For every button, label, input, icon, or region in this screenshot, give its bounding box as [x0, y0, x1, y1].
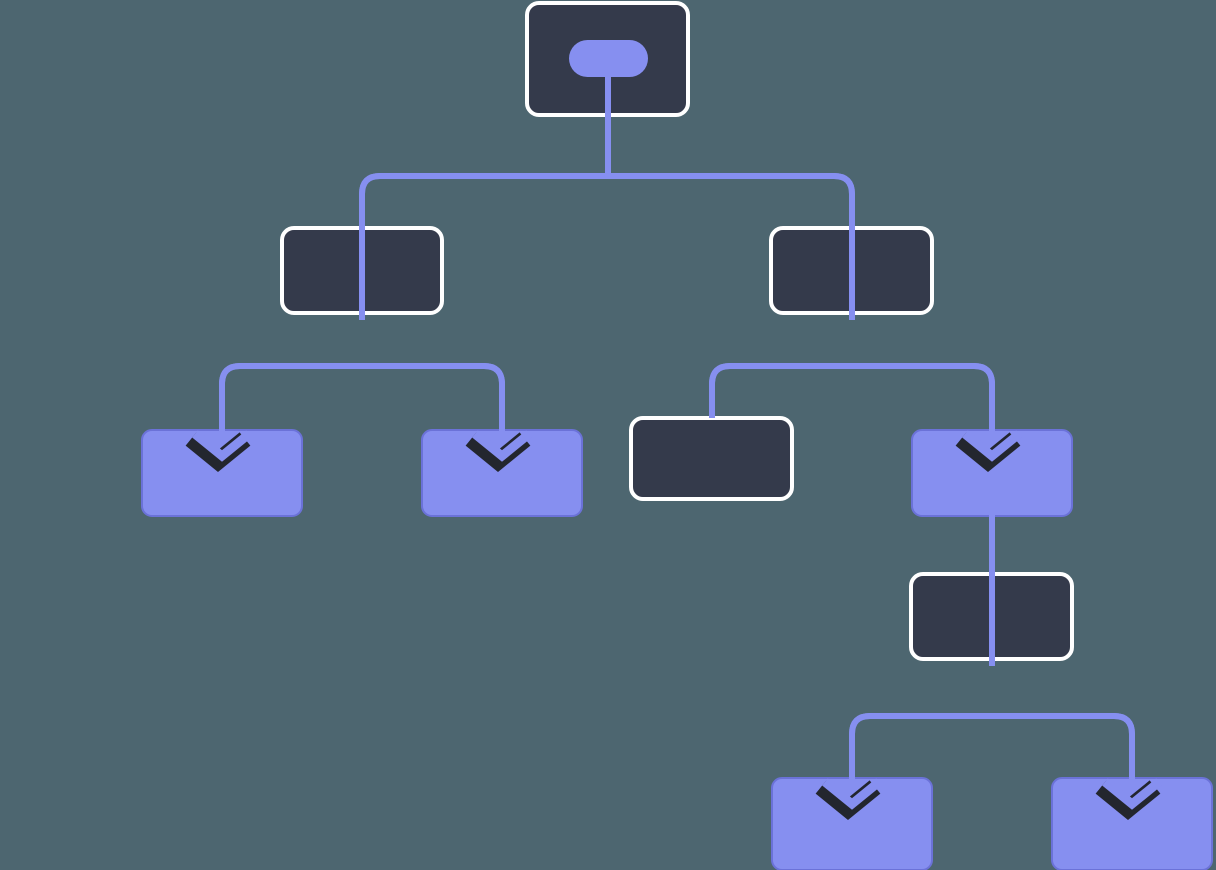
- node-layer: [141, 1, 1213, 870]
- leaf-node-dark-surface[interactable]: [629, 416, 794, 501]
- edge-branch-right-to-leaf-dark-overlay: [709, 363, 852, 418]
- leaf-node-dark[interactable]: [629, 416, 794, 501]
- edge-sub-branch-to-leaf-4-overlay: [992, 713, 1135, 800]
- edge-root-to-branch-right-overlay: [608, 173, 855, 320]
- arrowhead-mid-accent: [962, 430, 1022, 462]
- edge-root-to-branch-left-overlay: [359, 173, 608, 320]
- arrowhead-layer: [185, 430, 1162, 820]
- arrowhead-leaf-3: [822, 778, 882, 810]
- edge-branch-right-to-mid-accent-overlay: [852, 363, 995, 452]
- edge-branch-left-to-leaf-2-overlay: [362, 363, 505, 452]
- edge-sub-branch-to-leaf-3-overlay: [849, 713, 992, 800]
- arrowhead-leaf-2: [472, 430, 532, 462]
- arrowhead-leaf-1: [192, 430, 252, 462]
- edge-overlay-layer: [219, 40, 1135, 800]
- arrowhead-leaf-4: [1102, 778, 1162, 810]
- edge-branch-left-to-leaf-1-overlay: [219, 363, 362, 452]
- edge-branch-right-to-leaf-dark: [709, 363, 852, 418]
